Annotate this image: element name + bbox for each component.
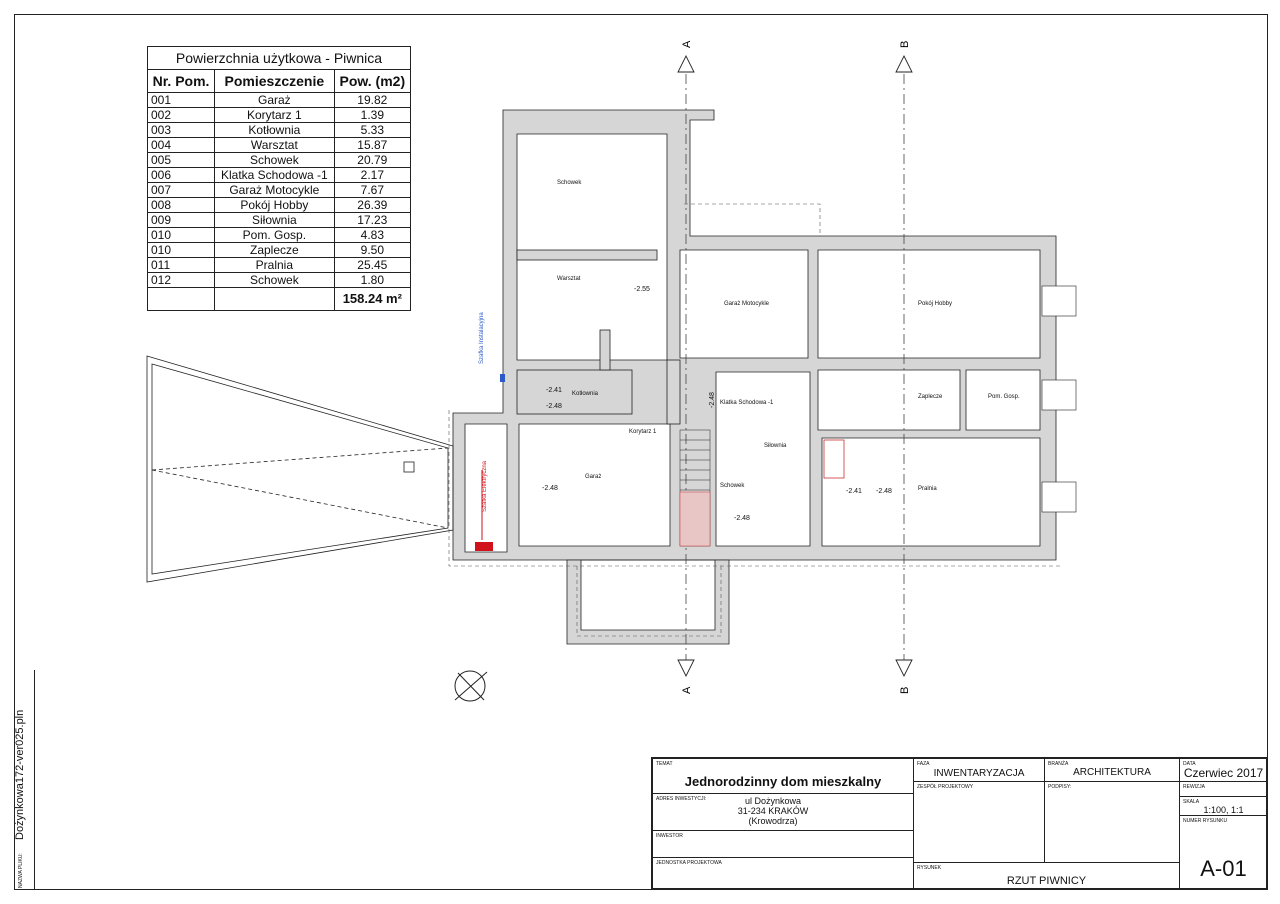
driveway-ramp [146,355,454,583]
room-name: Klatka Schodowa -1 [214,167,335,183]
room-area: 2.17 [333,167,412,183]
axis-b-bottom: B [899,687,911,694]
level-1: -2.55 [634,286,650,293]
label-schowek2: Schowek [720,483,745,489]
room-name: Siłownia [214,212,335,228]
unit-cell: JEDNOSTKA PROJEKTOWA [652,857,914,890]
room-number: 007 [146,182,216,198]
label-klatka: Klatka Schodowa -1 [720,400,774,406]
file-strip: NAZWA PLIKU: Dożynkowa172-ver025.pln [14,670,35,890]
title-block: TEMAT Jednorodzinny dom mieszkalny ADRES… [651,757,1268,890]
room-name: Garaż Motocykle [214,182,335,198]
label-schowek: Schowek [557,180,582,186]
axis-a-top: A [681,40,693,48]
phase-cell: FAZA INWENTARYZACJA [913,758,1045,782]
revision-cell: REWIZJA [1179,781,1268,797]
level-6: -2.48 [709,392,716,408]
signatures-cell: PODPISY: [1044,781,1180,863]
axis-lines [685,74,905,660]
branch-cell: BRANŻA ARCHITEKTURA [1044,758,1180,782]
label-szafka-elektr: Szafka Elektryczna [482,460,488,512]
room-area: 17.23 [333,212,412,228]
level-4: -2.48 [542,485,558,492]
header-nr: Nr. Pom. [146,69,216,93]
level-8: -2.48 [876,488,892,495]
dashed-outlines [448,203,1060,637]
investor-cell: INWESTOR [652,830,914,858]
inner-walls [516,249,681,425]
label-silownia: Siłownia [764,443,787,449]
bathtub [823,439,845,479]
temat-cell: TEMAT Jednorodzinny dom mieszkalny [652,758,914,794]
level-3: -2.48 [546,403,562,410]
area-table: Powierzchnia użytkowa - Piwnica Nr. Pom.… [146,46,412,311]
address-cell: ADRES INWESTYCJI: ul Dożynkowa 31-234 KR… [652,793,914,831]
label-korytarz: Korytarz 1 [629,429,657,435]
installation-box [500,374,505,382]
axis-markers [677,54,913,678]
label-garaz: Garaż [585,474,601,480]
label-warsztat: Warsztat [557,276,581,282]
date-cell: DATA Czerwiec 2017 [1179,758,1268,782]
scale-cell: SKALA 1:100, 1:1 [1179,796,1268,816]
axis-a-bottom: A [681,686,693,694]
number-cell: NUMER RYSUNKU A-01 [1179,815,1268,890]
electrical-box [475,542,493,551]
label-kotlownia: Kotłownia [572,391,599,397]
room-area: 20.79 [333,152,412,168]
room-number: 012 [146,272,216,288]
north-arrow [454,670,488,702]
label-garaz-moto: Garaż Motocykle [724,301,770,307]
level-2: -2.41 [546,387,562,394]
file-name: Dożynkowa172-ver025.pln [14,709,26,840]
label-pom-gosp: Pom. Gosp. [988,394,1020,400]
label-pokoj-hobby: Pokój Hobby [918,301,952,307]
windows [1041,285,1077,513]
room-number: 010 [146,242,216,258]
staircase [679,429,711,547]
drawing-name-cell: RYSUNEK RZUT PIWNICY [913,862,1180,890]
label-szafka-instal: Szafka Instalacyjna [479,312,485,364]
team-cell: ZESPÓŁ PROJEKTOWY [913,781,1045,863]
axis-b-top: B [899,41,911,48]
room-number: 009 [146,212,216,228]
room-area: 26.39 [333,197,412,213]
drawing-frame [14,14,1268,890]
level-7: -2.41 [846,488,862,495]
drawing-number: A-01 [1200,856,1247,881]
label-pralnia: Pralnia [918,486,937,492]
room-name: Pom. Gosp. [214,227,335,243]
room-name: Pokój Hobby [214,197,335,213]
label-zaplecze: Zaplecze [918,394,943,400]
room-area: 15.87 [333,137,412,153]
level-5: -2.48 [734,515,750,522]
room-area: 19.82 [333,92,412,108]
project-title: Jednorodzinny dom mieszkalny [684,774,882,789]
area-total: 158.24 m² [333,287,412,311]
